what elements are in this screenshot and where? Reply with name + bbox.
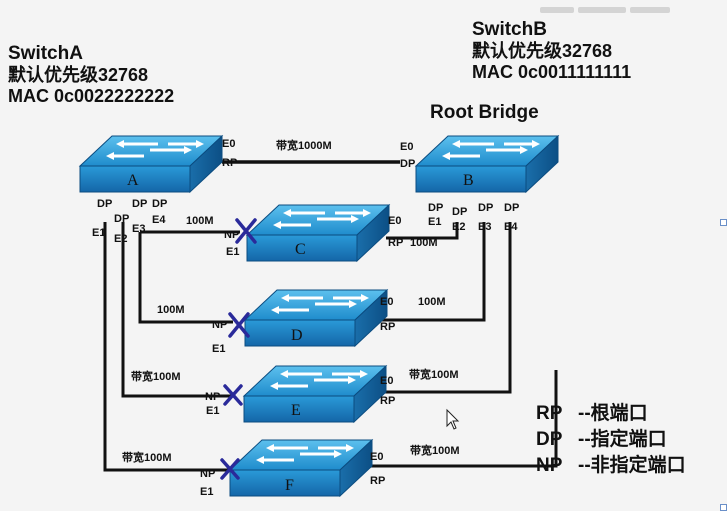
- link-b-c: [386, 222, 459, 240]
- blocked-port-marks: [220, 218, 257, 480]
- f-rp-label: RP: [370, 475, 385, 487]
- legend: RP --根端口 DP --指定端口 NP --非指定端口: [536, 398, 686, 476]
- legend-np-abbr: NP: [536, 455, 563, 476]
- legend-row-rp: RP --根端口: [536, 398, 686, 424]
- switch-a-letter: A: [127, 172, 139, 189]
- d-e1-label: E1: [212, 343, 225, 355]
- a-rp-label: RP: [222, 157, 237, 169]
- bw-b-c: 100M: [410, 237, 438, 249]
- legend-rp-desc: --根端口: [578, 403, 648, 424]
- link-a-d: [138, 232, 233, 324]
- f-e0-label: E0: [370, 451, 383, 463]
- c-e0-label: E0: [388, 215, 401, 227]
- switch-a-priority: 默认优先级32768: [8, 64, 149, 85]
- switch-b-mac: MAC 0c0011111111: [472, 61, 632, 82]
- switch-c-letter: C: [295, 241, 306, 258]
- bw-a-e: 带宽100M: [131, 369, 181, 383]
- switch-d[interactable]: D: [243, 288, 389, 348]
- switch-c[interactable]: C: [245, 203, 391, 263]
- link-b-d: [375, 222, 486, 322]
- switch-d-letter: D: [291, 327, 303, 344]
- switch-e[interactable]: E: [242, 364, 388, 424]
- blocked-mark-d: [228, 312, 250, 338]
- legend-dp-desc: --指定端口: [578, 429, 667, 450]
- legend-rp-abbr: RP: [536, 403, 563, 424]
- bw-b-d: 100M: [418, 296, 446, 308]
- b-e2-label: E2: [452, 221, 465, 233]
- f-e1-label: E1: [200, 486, 213, 498]
- switch-b-priority: 默认优先级32768: [472, 40, 613, 61]
- resize-handle[interactable]: [720, 504, 727, 511]
- d-e0-label: E0: [380, 296, 393, 308]
- switch-a-info: SwitchA 默认优先级32768 MAC 0c0022222222: [8, 43, 174, 106]
- switch-e-letter: E: [291, 402, 301, 419]
- switch-a[interactable]: A: [78, 134, 224, 194]
- mouse-cursor-icon: [446, 408, 460, 430]
- a-e3-label: E3: [132, 223, 145, 235]
- switch-a-mac: MAC 0c0022222222: [8, 85, 175, 106]
- legend-row-np: NP --非指定端口: [536, 450, 686, 476]
- legend-np-desc: --非指定端口: [578, 455, 686, 476]
- c-rp-label: RP: [388, 237, 403, 249]
- b-e3-label: E3: [478, 221, 491, 233]
- b-e4-label: E4: [504, 221, 518, 233]
- bw-b-f: 带宽100M: [410, 443, 460, 457]
- a-e1-label: E1: [92, 227, 105, 239]
- c-np-label: NP: [224, 229, 239, 241]
- switch-f-letter: F: [285, 477, 294, 494]
- resize-handle[interactable]: [720, 219, 727, 226]
- link-b-e: [378, 222, 512, 394]
- bandwidth-labels: 带宽1000M 100M 100M 100M 100M 带宽100M 带宽100…: [122, 138, 460, 464]
- e-rp-label: RP: [380, 395, 395, 407]
- f-np-label: NP: [200, 468, 215, 480]
- c-e1-label: E1: [226, 246, 239, 258]
- port-labels: E0 RP E0 DP DP DP DP DP E1 E2 E3 E4 DP D…: [92, 138, 519, 498]
- a-dp3-label: DP: [132, 198, 147, 210]
- bw-a-c: 100M: [186, 215, 214, 227]
- e-e0-label: E0: [380, 375, 393, 387]
- switch-f[interactable]: F: [228, 438, 374, 498]
- a-dp2-label: DP: [114, 213, 129, 225]
- watermark: [540, 0, 700, 13]
- b-e0-label: E0: [400, 141, 413, 153]
- bw-a-f: 带宽100M: [122, 450, 172, 464]
- d-np-label: NP: [212, 319, 227, 331]
- blocked-mark-f: [220, 458, 240, 480]
- a-dp1-label: DP: [97, 198, 112, 210]
- switch-b-info: SwitchB 默认优先级32768 MAC 0c0011111111: [472, 19, 631, 82]
- root-bridge-label: Root Bridge: [430, 102, 539, 123]
- b-dp2-label: DP: [452, 206, 467, 218]
- a-e2-label: E2: [114, 233, 127, 245]
- a-e4-label: E4: [152, 214, 166, 226]
- d-rp-label: RP: [380, 321, 395, 333]
- b-dp1-label: DP: [428, 202, 443, 214]
- a-e0-label: E0: [222, 138, 235, 150]
- switch-a-title: SwitchA: [8, 43, 83, 64]
- b-dp-label: DP: [400, 158, 415, 170]
- links: [103, 160, 558, 472]
- bw-b-e: 带宽100M: [409, 367, 459, 381]
- bw-a-d: 100M: [157, 304, 185, 316]
- link-a-e: [121, 222, 232, 398]
- blocked-mark-e: [223, 384, 243, 406]
- b-dp3-label: DP: [478, 202, 493, 214]
- e-np-label: NP: [205, 391, 220, 403]
- blocked-mark-c: [235, 218, 257, 244]
- a-dp4-label: DP: [152, 198, 167, 210]
- switch-b-title: SwitchB: [472, 19, 547, 40]
- b-e1-label: E1: [428, 216, 441, 228]
- link-b-f: [362, 370, 558, 468]
- switch-b[interactable]: B: [414, 134, 560, 194]
- e-e1-label: E1: [206, 405, 219, 417]
- switch-b-letter: B: [463, 172, 474, 189]
- link-a-f: [103, 222, 232, 472]
- legend-dp-abbr: DP: [536, 429, 563, 450]
- bw-a-b: 带宽1000M: [276, 138, 332, 152]
- legend-row-dp: DP --指定端口: [536, 424, 686, 450]
- b-dp4-label: DP: [504, 202, 519, 214]
